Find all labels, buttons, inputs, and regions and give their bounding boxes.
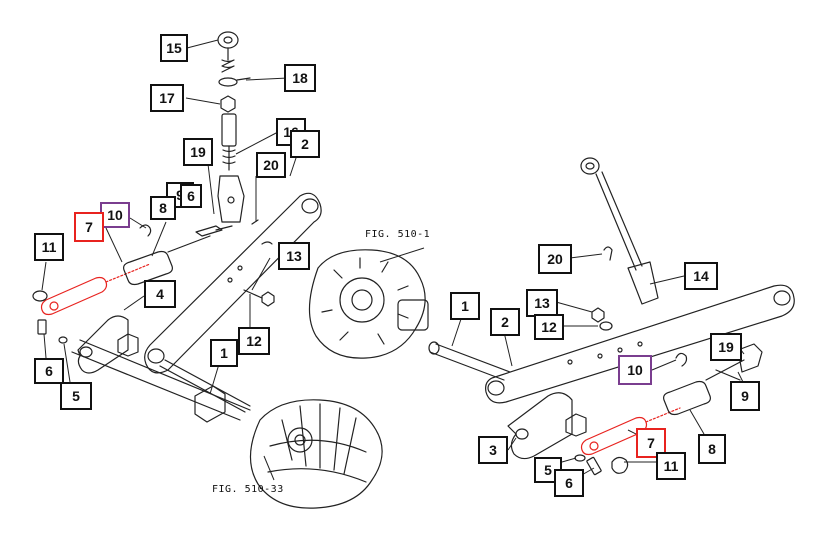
callout-left-6: 6 <box>34 358 64 384</box>
callout-right-9: 9 <box>730 381 760 411</box>
left-leveling-rod <box>32 224 275 344</box>
callout-right-8: 8 <box>698 434 726 464</box>
callout-left-10: 10 <box>100 202 130 228</box>
callout-right-10: 10 <box>618 355 652 385</box>
callout-left-11: 11 <box>34 233 64 261</box>
callout-right-7: 7 <box>636 428 666 458</box>
right-lower-bracket <box>507 392 629 476</box>
fig-label-engine-front: FIG. 510-1 <box>365 229 431 240</box>
callout-left-18: 18 <box>284 64 316 92</box>
callout-left-2: 2 <box>290 130 320 158</box>
callout-right-12: 12 <box>534 314 564 340</box>
callout-right-14: 14 <box>684 262 718 290</box>
callout-right-19: 19 <box>710 333 742 361</box>
callout-right-3: 3 <box>478 436 508 464</box>
callout-left-7: 7 <box>74 212 104 242</box>
callout-left-13: 13 <box>278 242 310 270</box>
callout-left-6a: 6 <box>180 184 202 208</box>
callout-left-1: 1 <box>210 339 238 367</box>
callout-left-4: 4 <box>144 280 176 308</box>
leader-lines <box>41 39 745 481</box>
engine-front-housing <box>308 249 429 359</box>
callout-left-17: 17 <box>150 84 184 112</box>
callout-left-20: 20 <box>256 152 286 178</box>
callout-right-13: 13 <box>526 289 558 317</box>
callout-right-1: 1 <box>450 292 480 320</box>
right-lift-arm <box>485 284 795 404</box>
callout-left-15: 15 <box>160 34 188 62</box>
callout-left-12: 12 <box>238 327 270 355</box>
left-top-link-assembly <box>217 31 251 223</box>
callout-right-6: 6 <box>554 469 584 497</box>
callout-left-19: 19 <box>183 138 213 166</box>
callout-left-5: 5 <box>60 382 92 410</box>
left-lower-link <box>71 315 251 423</box>
fig-label-engine-rear: FIG. 510-33 <box>212 484 284 495</box>
right-top-link <box>580 157 659 331</box>
left-lift-arm <box>144 192 322 374</box>
right-shaft <box>428 341 511 381</box>
engine-rear-housing <box>249 399 383 509</box>
callout-right-2: 2 <box>490 308 520 336</box>
callout-right-20: 20 <box>538 244 572 274</box>
callout-left-8: 8 <box>150 196 176 220</box>
callout-right-11: 11 <box>656 452 686 480</box>
